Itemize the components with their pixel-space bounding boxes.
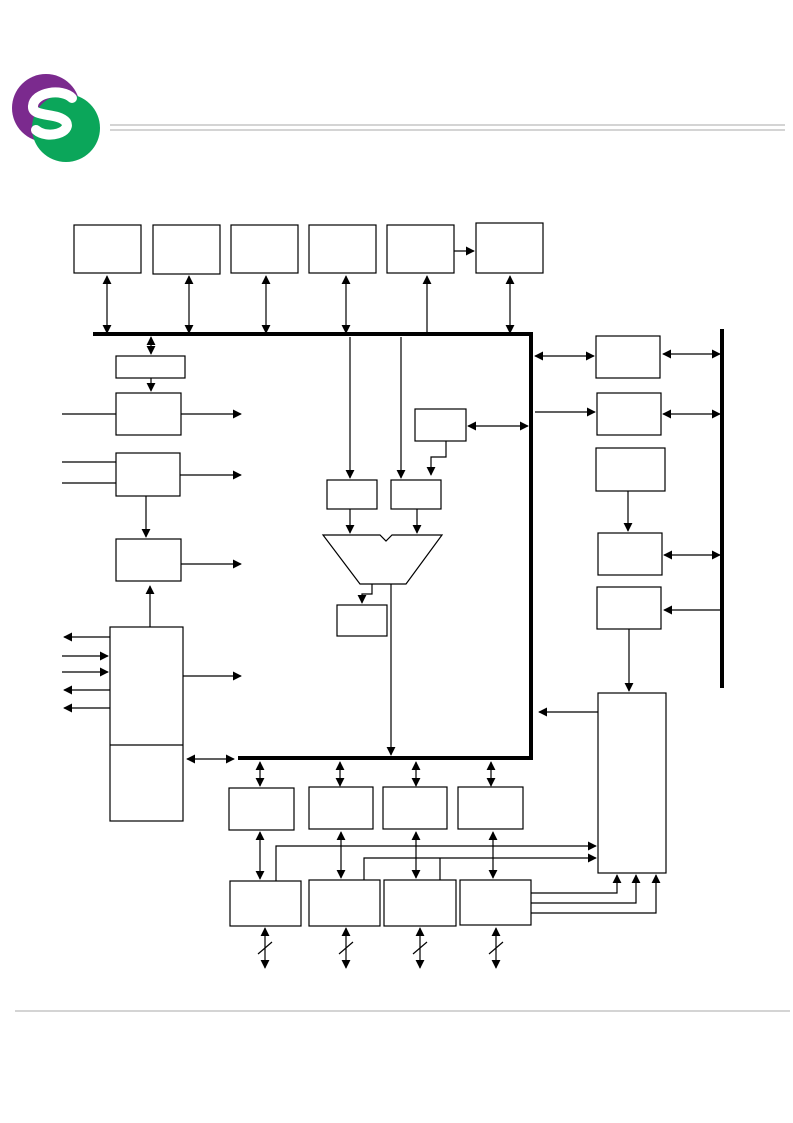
left-column	[62, 336, 242, 822]
operand-register-b	[390, 479, 442, 510]
center-right-block	[414, 408, 467, 442]
bottom-lower-block-4	[459, 879, 532, 926]
right-block-4	[597, 532, 663, 576]
company-logo-icon	[12, 74, 100, 162]
right-block-1	[595, 335, 661, 379]
flag-register	[336, 604, 388, 637]
bottom-upper-block-3	[382, 786, 448, 830]
bottom-upper-block-2	[308, 786, 374, 830]
internal-bus	[93, 332, 533, 760]
bottom-upper-block-1	[228, 787, 295, 831]
right-block-5	[596, 586, 662, 630]
right-block-3	[595, 447, 666, 492]
left-block-c	[115, 538, 182, 582]
arithmetic-section	[321, 337, 529, 756]
bottom-section	[228, 761, 661, 969]
header-rule	[110, 124, 785, 131]
right-large-block	[597, 692, 667, 874]
operand-register-a	[326, 479, 378, 510]
left-block-a	[115, 392, 182, 436]
top-block-5	[386, 224, 455, 274]
left-small-block	[115, 355, 186, 379]
bottom-lower-block-3	[383, 879, 457, 927]
bottom-lower-block-2	[308, 879, 381, 927]
top-block-2	[152, 224, 221, 275]
top-block-4	[308, 224, 377, 274]
left-port-block	[109, 626, 184, 822]
bottom-lower-block-1	[229, 880, 302, 927]
top-block-1	[73, 224, 142, 274]
right-section	[534, 329, 724, 874]
left-block-b	[115, 452, 181, 497]
top-block-3	[230, 224, 299, 274]
top-block-6	[475, 222, 544, 274]
right-block-2	[596, 392, 662, 436]
alu-shape	[321, 534, 444, 585]
top-block-row	[73, 222, 544, 334]
bottom-upper-block-4	[457, 786, 524, 830]
